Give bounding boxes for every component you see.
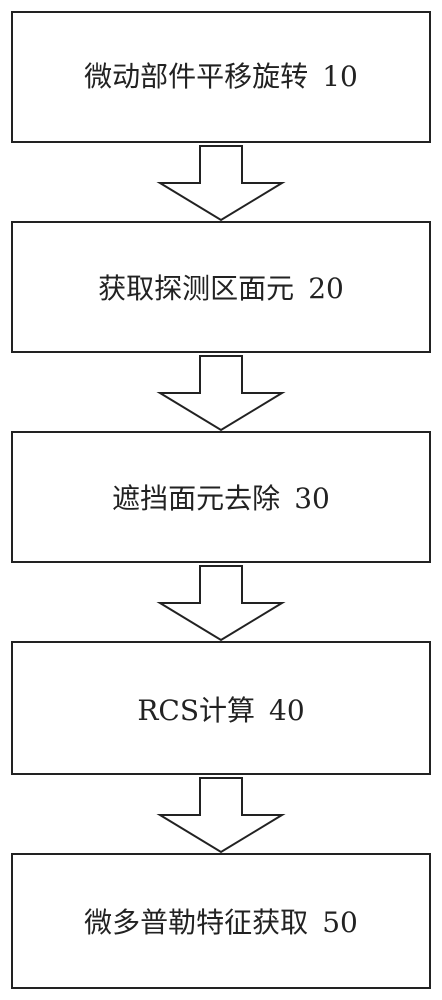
arrow-3	[156, 565, 286, 642]
down-arrow-icon	[156, 565, 286, 642]
step-30: 遮挡面元去除 30	[11, 431, 431, 563]
arrow-2	[156, 355, 286, 432]
step-text: 遮挡面元去除	[112, 482, 280, 515]
step-box	[11, 431, 431, 563]
step-box	[11, 221, 431, 353]
step-text: RCS计算	[137, 694, 255, 727]
down-arrow-icon	[156, 777, 286, 854]
step-label: 获取探测区面元 20	[98, 272, 344, 305]
step-text: 获取探测区面元	[98, 272, 294, 305]
step-40: RCS计算 40	[11, 641, 431, 775]
step-10: 微动部件平移旋转 10	[11, 11, 431, 143]
down-arrow-icon	[156, 355, 286, 432]
step-label: RCS计算 40	[137, 694, 304, 727]
step-label: 微多普勒特征获取 50	[84, 906, 358, 939]
step-number: 50	[322, 906, 358, 939]
step-box	[11, 853, 431, 989]
step-number: 40	[269, 694, 305, 727]
step-20: 获取探测区面元 20	[11, 221, 431, 353]
step-label: 微动部件平移旋转 10	[84, 60, 358, 93]
down-arrow-icon	[156, 145, 286, 222]
step-text: 微多普勒特征获取	[84, 906, 308, 939]
step-label: 遮挡面元去除 30	[112, 482, 330, 515]
step-number: 10	[322, 60, 358, 93]
step-50: 微多普勒特征获取 50	[11, 853, 431, 989]
step-box	[11, 641, 431, 775]
step-text: 微动部件平移旋转	[84, 60, 308, 93]
step-number: 30	[294, 482, 330, 515]
step-box	[11, 11, 431, 143]
arrow-4	[156, 777, 286, 854]
step-number: 20	[308, 272, 344, 305]
arrow-1	[156, 145, 286, 222]
